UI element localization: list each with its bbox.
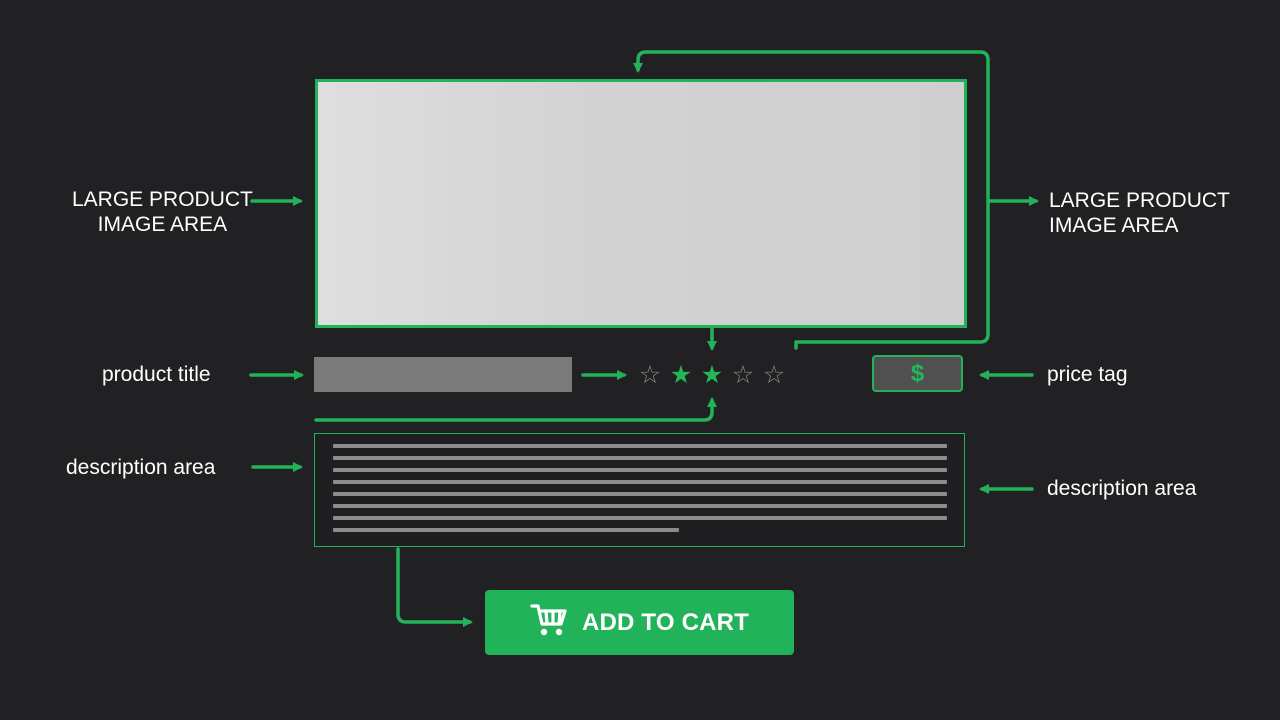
text-line bbox=[333, 504, 947, 508]
arrow-description-to-cart bbox=[396, 547, 473, 627]
label-line: LARGE PRODUCT bbox=[1049, 189, 1230, 212]
product-title-placeholder bbox=[314, 357, 572, 392]
label-price-tag: price tag bbox=[1047, 363, 1128, 386]
text-line bbox=[333, 456, 947, 460]
text-line bbox=[333, 528, 679, 532]
label-line: LARGE PRODUCT bbox=[72, 188, 253, 211]
price-tag-placeholder: $ bbox=[872, 355, 963, 392]
text-line bbox=[333, 492, 947, 496]
star-icon: ☆ bbox=[731, 360, 755, 389]
arrow-under-title-to-rating bbox=[314, 397, 717, 422]
description-placeholder bbox=[314, 433, 965, 547]
arrow-loop-to-image-top bbox=[633, 50, 990, 350]
label-product-title: product title bbox=[102, 363, 211, 386]
star-icon: ☆ bbox=[638, 360, 662, 389]
label-description-left: description area bbox=[66, 456, 216, 479]
text-line bbox=[333, 444, 947, 448]
dollar-icon: $ bbox=[910, 359, 925, 387]
label-description-right: description area bbox=[1047, 477, 1197, 500]
shopping-cart-icon bbox=[530, 602, 568, 643]
text-line bbox=[333, 468, 947, 472]
star-icon: ★ bbox=[669, 360, 693, 389]
star-icon: ☆ bbox=[762, 360, 786, 389]
label-line: IMAGE AREA bbox=[1049, 214, 1179, 237]
text-line bbox=[333, 516, 947, 520]
add-to-cart-label: ADD TO CART bbox=[581, 608, 750, 636]
text-line bbox=[333, 480, 947, 484]
label-image-area-left: LARGE PRODUCT IMAGE AREA bbox=[72, 187, 253, 237]
label-line: IMAGE AREA bbox=[97, 213, 228, 236]
product-image-placeholder bbox=[315, 79, 967, 328]
star-icon: ★ bbox=[700, 360, 724, 389]
star-rating: ☆ ★ ★ ☆ ☆ bbox=[636, 359, 788, 391]
add-to-cart-button[interactable]: ADD TO CART bbox=[485, 590, 794, 655]
label-image-area-right: LARGE PRODUCT IMAGE AREA bbox=[1049, 188, 1230, 238]
